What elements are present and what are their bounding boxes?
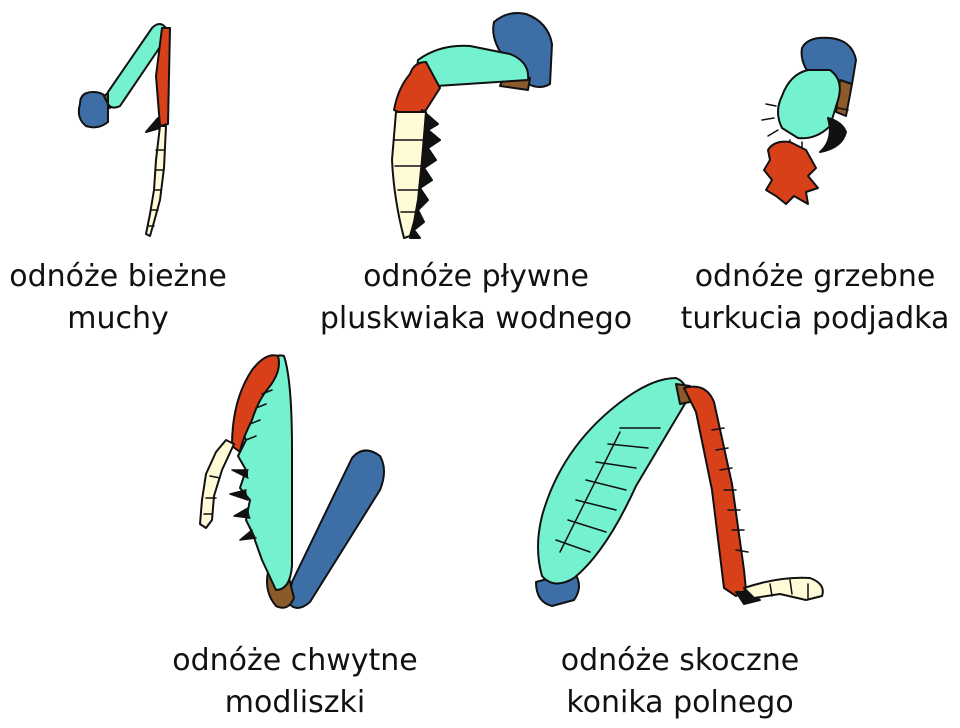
swimming-leg-tarsus (391, 111, 427, 239)
caption-swimming-leg-line2: pluskwiaka wodnego (319, 301, 633, 336)
caption-jumping-leg: odnóże skoczne konika polnego (540, 640, 820, 724)
jumping-leg-illustration (535, 377, 824, 607)
caption-running-leg-line2: muchy (67, 301, 169, 336)
caption-grasping-leg-line1: odnóże chwytne (172, 643, 418, 678)
grasping-leg-tibia-spines (245, 389, 273, 441)
caption-digging-leg: odnóże grzebne turkucia podjadka (670, 256, 960, 340)
jumping-leg-tibia-spines (711, 427, 749, 553)
caption-digging-leg-line2: turkucia podjadka (680, 301, 950, 336)
grasping-leg-tarsus (199, 439, 235, 529)
running-leg-spur (145, 117, 161, 133)
swimming-leg-illustration (391, 12, 553, 239)
jumping-leg-femur-pattern (555, 427, 661, 553)
jumping-leg-tibia (683, 385, 747, 597)
grasping-leg-tibia (231, 354, 280, 453)
digging-leg-illustration (761, 36, 857, 205)
digging-leg-femur (777, 69, 841, 140)
jumping-leg-claw (735, 591, 761, 605)
caption-jumping-leg-line1: odnóże skoczne (560, 643, 800, 678)
swimming-leg-tibia (393, 61, 441, 119)
caption-running-leg-line1: odnóże bieżne (9, 259, 227, 294)
grasping-leg-coxa (287, 449, 385, 609)
grasping-leg-spines (229, 469, 257, 541)
digging-leg-tibia (763, 140, 819, 205)
grasping-leg-illustration (199, 354, 385, 609)
running-leg-tarsus (145, 125, 167, 237)
running-leg-illustration (77, 23, 171, 237)
digging-leg-claw (819, 117, 847, 153)
jumping-leg-femur (537, 377, 688, 585)
caption-swimming-leg-line1: odnóże pływne (363, 259, 589, 294)
caption-running-leg: odnóże bieżne muchy (0, 256, 236, 340)
running-leg-coxa (77, 91, 109, 129)
caption-swimming-leg: odnóże pływne pluskwiaka wodnego (306, 256, 646, 340)
jumping-leg-tarsus (743, 576, 824, 601)
caption-jumping-leg-line2: konika polnego (566, 685, 794, 720)
swimming-leg-coxa (492, 12, 553, 88)
caption-grasping-leg: odnóże chwytne modliszki (150, 640, 440, 724)
caption-grasping-leg-line2: modliszki (224, 685, 366, 720)
caption-digging-leg-line1: odnóże grzebne (694, 259, 936, 294)
